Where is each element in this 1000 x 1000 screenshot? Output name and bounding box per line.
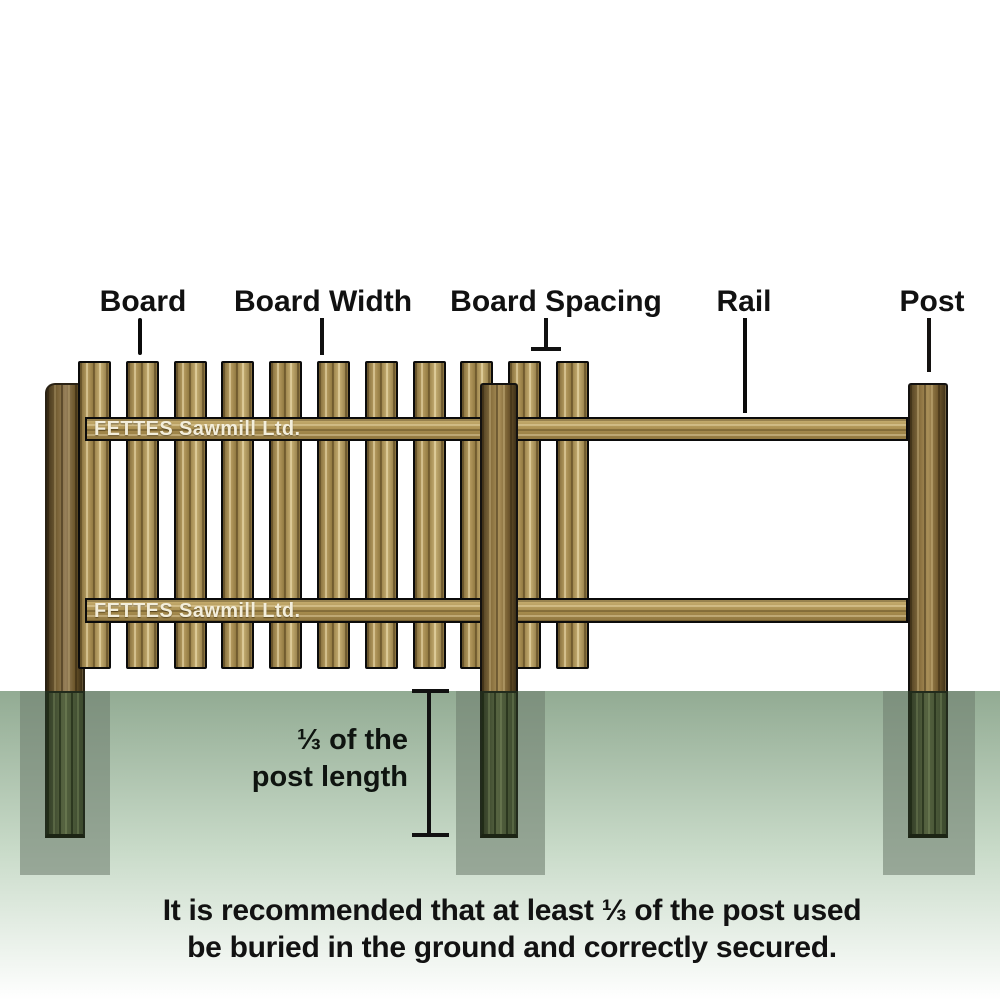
buried-post-left bbox=[45, 691, 85, 838]
buried-post-middle bbox=[480, 691, 518, 838]
depth-note-line1: ⅓ of the bbox=[296, 724, 408, 756]
label-post: Post bbox=[899, 285, 965, 318]
depth-note: ⅓ of the post length bbox=[150, 722, 408, 796]
rail-brand-text: FETTES Sawmill Ltd. bbox=[94, 418, 301, 440]
fence-post-middle bbox=[480, 383, 518, 691]
board-spacing-leader-line bbox=[544, 318, 548, 348]
board-spacing-pointer-bar bbox=[531, 347, 561, 351]
label-board-width: Board Width bbox=[233, 285, 413, 318]
depth-note-line2: post length bbox=[251, 761, 408, 793]
depth-bracket-top-tick bbox=[412, 689, 449, 693]
label-rail: Rail bbox=[716, 285, 772, 318]
label-board: Board bbox=[99, 285, 187, 318]
label-board-spacing: Board Spacing bbox=[450, 285, 662, 318]
rail-brand-text: FETTES Sawmill Ltd. bbox=[94, 599, 301, 622]
fence-post-right bbox=[908, 383, 948, 691]
caption-line2: be buried in the ground and correctly se… bbox=[187, 931, 837, 964]
buried-post-right bbox=[908, 691, 948, 838]
caption-line1: It is recommended that at least ⅓ of the… bbox=[162, 894, 862, 927]
caption: It is recommended that at least ⅓ of the… bbox=[12, 892, 1000, 966]
post-leader-line bbox=[927, 318, 931, 372]
depth-bracket-bottom-tick bbox=[412, 833, 449, 837]
rail-leader-line bbox=[743, 318, 747, 413]
board-leader-line bbox=[138, 318, 142, 355]
depth-bracket-line bbox=[427, 691, 431, 834]
board-width-leader-line bbox=[320, 318, 324, 355]
